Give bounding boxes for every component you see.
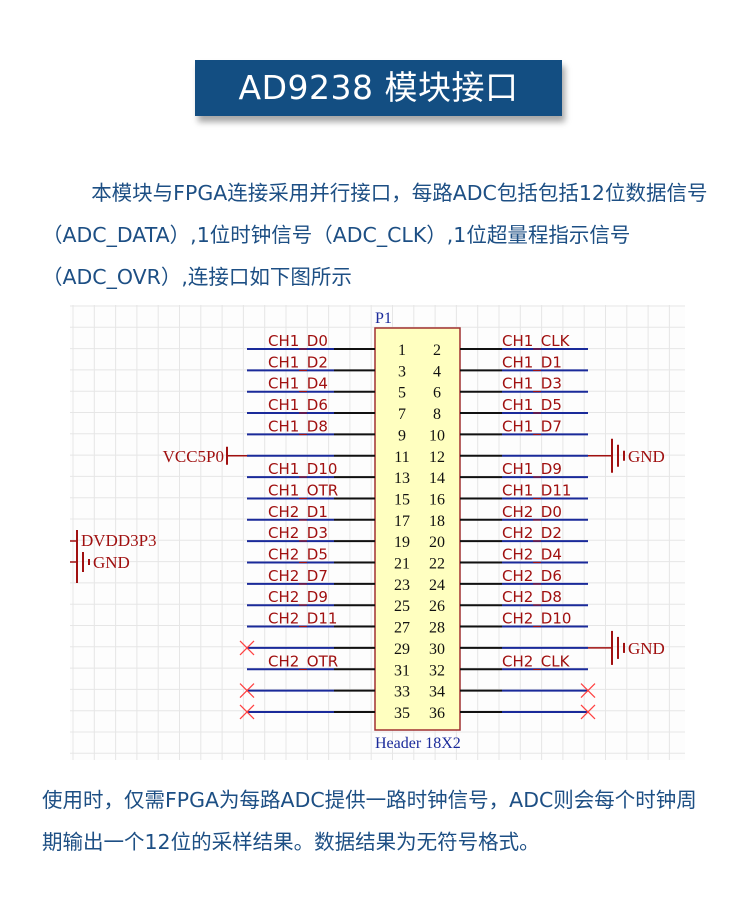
pin-number: 29	[394, 641, 410, 658]
pin-number: 20	[429, 534, 445, 551]
net-label: CH2_D11	[268, 610, 337, 629]
net-label: CH2_D2	[502, 524, 562, 543]
net-label: CH1_D6	[268, 396, 328, 415]
pin-number: 4	[433, 363, 441, 380]
power-label: DVDD3P3	[81, 531, 157, 550]
gnd-label: GND	[628, 639, 665, 658]
pin-number: 22	[429, 556, 445, 573]
net-label: CH2_D9	[268, 588, 328, 607]
net-label: CH2_D4	[502, 546, 562, 565]
net-label: CH1_CLK	[502, 332, 571, 351]
pin-number: 3	[398, 363, 406, 380]
net-label: CH2_OTR	[268, 652, 338, 671]
gnd-label: GND	[628, 447, 665, 466]
pin-number: 36	[429, 705, 445, 722]
net-label: CH1_OTR	[268, 481, 338, 500]
no-connect-icon	[239, 640, 255, 656]
no-connect-icon	[239, 683, 255, 699]
intro-paragraph: 本模块与FPGA连接采用并行接口，每路ADC包括包括12位数据信号（ADC_DA…	[42, 181, 708, 289]
pin-number: 11	[394, 449, 409, 466]
pin-number: 9	[398, 427, 406, 444]
net-label: CH1_D2	[268, 353, 328, 372]
pin-number: 28	[429, 620, 445, 637]
pin-number: 1	[398, 342, 406, 359]
pin-number: 24	[429, 577, 445, 594]
net-label: CH1_D9	[502, 460, 562, 479]
net-label: CH2_D0	[502, 503, 562, 522]
pin-number: 10	[429, 427, 445, 444]
net-label: CH1_D7	[502, 417, 562, 436]
pin-number: 30	[429, 641, 445, 658]
no-connect-icon	[580, 704, 596, 720]
net-label: CH2_D8	[502, 588, 562, 607]
net-label: CH2_CLK	[502, 652, 571, 671]
net-label: CH1_D3	[502, 375, 562, 394]
net-label: CH2_D7	[268, 567, 328, 586]
pin-number: 33	[394, 684, 410, 701]
pin-number: 23	[394, 577, 410, 594]
pin-number: 6	[433, 385, 441, 402]
pin-number: 25	[394, 598, 410, 615]
pin-number: 7	[398, 406, 406, 423]
net-label: CH1_D10	[268, 460, 337, 479]
net-label: CH2_D5	[268, 546, 328, 565]
pin-number: 26	[429, 598, 445, 615]
pin-number: 34	[429, 684, 445, 701]
pin-number: 27	[394, 620, 410, 637]
pin-number: 15	[394, 491, 410, 508]
pin-number: 13	[394, 470, 410, 487]
pin-number: 5	[398, 385, 406, 402]
net-label: CH2_D6	[502, 567, 562, 586]
pin-number: 21	[394, 556, 410, 573]
net-label: CH2_D10	[502, 610, 571, 629]
no-connect-icon	[580, 683, 596, 699]
header-body	[374, 327, 461, 731]
net-label: CH1_D11	[502, 481, 571, 500]
pin-number: 14	[429, 470, 445, 487]
net-label: CH1_D5	[502, 396, 562, 415]
pin-number: 31	[394, 662, 410, 679]
pin-number: 8	[433, 406, 441, 423]
pin-number: 12	[429, 449, 445, 466]
no-connect-icon	[239, 704, 255, 720]
pin-number: 32	[429, 662, 445, 679]
power-label: VCC5P0	[163, 447, 224, 466]
part-name-label: Header 18X2	[375, 735, 461, 752]
pin-number: 2	[433, 342, 441, 359]
pin-number: 35	[394, 705, 410, 722]
net-label: CH1_D8	[268, 417, 328, 436]
pin-number: 19	[394, 534, 410, 551]
pin-number: 18	[429, 513, 445, 530]
page-title: AD9238 模块接口	[195, 60, 562, 116]
net-label: CH2_D1	[268, 503, 328, 522]
net-label: CH2_D3	[268, 524, 328, 543]
pin-number: 17	[394, 513, 410, 530]
designator-label: P1	[375, 310, 392, 327]
net-label: CH1_D1	[502, 353, 562, 372]
usage-paragraph: 使用时，仅需FPGA为每路ADC提供一路时钟信号，ADC则会每个时钟周期输出一个…	[42, 788, 697, 854]
net-label: CH1_D0	[268, 332, 328, 351]
net-label: CH1_D4	[268, 375, 328, 394]
gnd-label: GND	[93, 553, 130, 572]
pin-number: 16	[429, 491, 445, 508]
